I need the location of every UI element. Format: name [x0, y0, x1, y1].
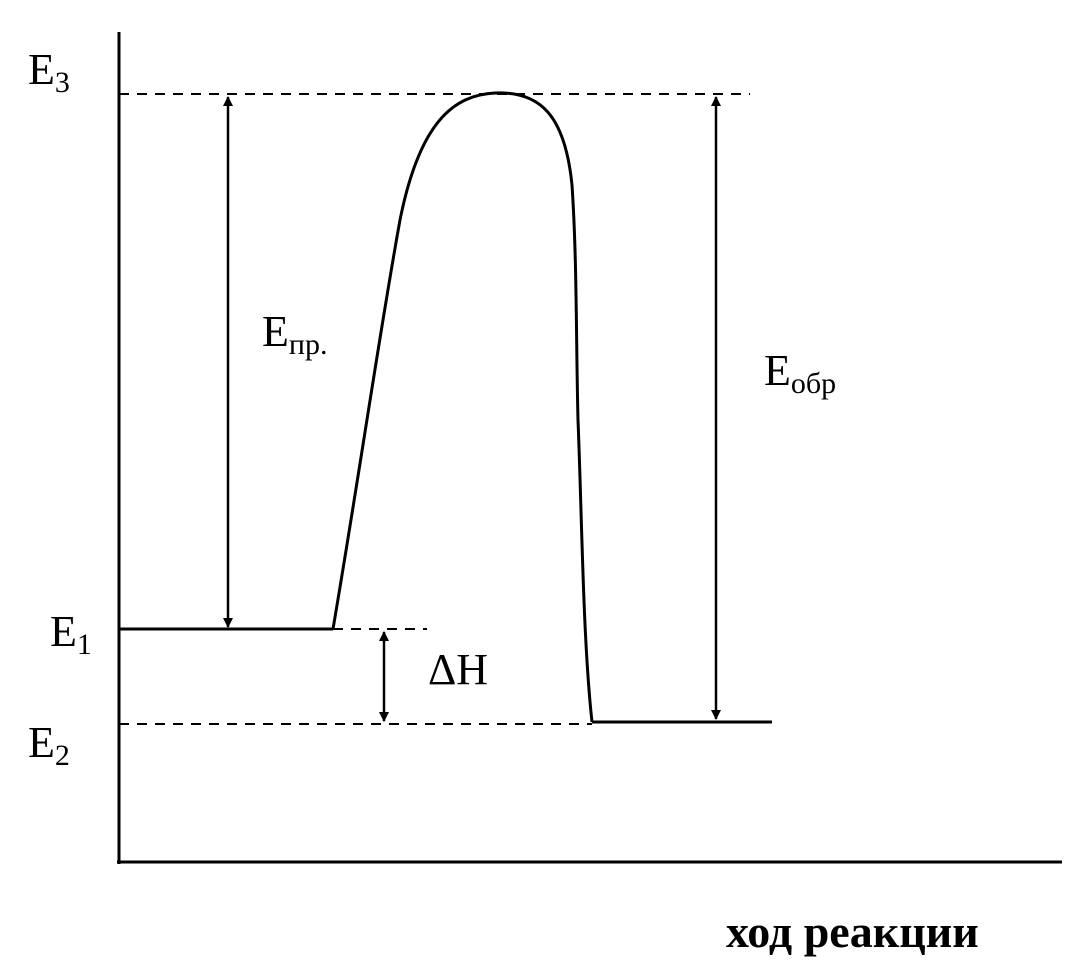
x-axis-title: ход реакции — [726, 906, 979, 957]
e3-label: E3 — [28, 45, 70, 99]
forward-activation-label: Eпр. — [262, 307, 327, 361]
energy-barrier-curve — [331, 91, 594, 723]
reverse-activation-label: Eобр — [764, 346, 836, 400]
e2-label: E2 — [28, 718, 70, 772]
enthalpy-label: ΔH — [428, 645, 488, 694]
e1-label: E1 — [50, 607, 92, 661]
